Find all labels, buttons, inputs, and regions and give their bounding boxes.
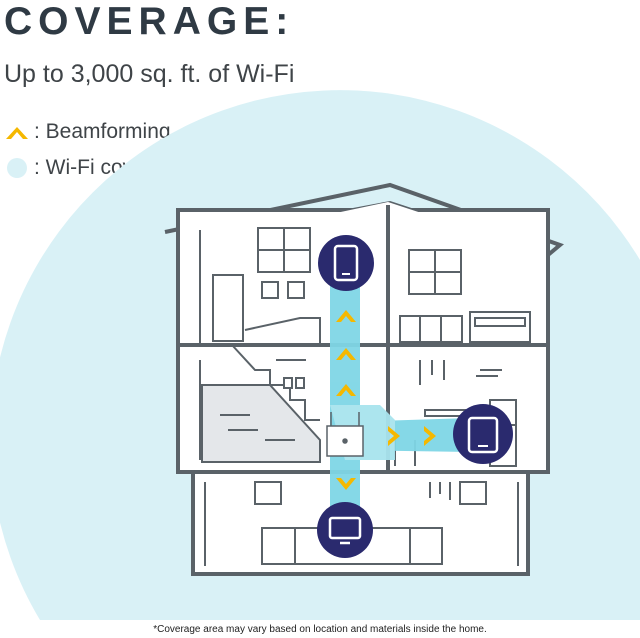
upstairs-right-room: [399, 249, 531, 343]
chevron-right-1: [388, 426, 400, 446]
upstairs-left-room: [212, 227, 321, 345]
chevron-up-2: [336, 348, 356, 360]
monitor-icon: [317, 502, 373, 558]
legend-label-beamforming: : Beamforming: [34, 120, 171, 143]
page-subtitle: Up to 3,000 sq. ft. of Wi-Fi: [4, 60, 295, 88]
page-title: COVERAGE:: [4, 0, 295, 43]
coverage-circle-icon: [7, 158, 27, 178]
legend-beamforming: : Beamforming: [4, 119, 171, 145]
footnote: *Coverage area may vary based on locatio…: [153, 624, 487, 635]
chevron-up-1: [336, 310, 356, 322]
router-device: [326, 412, 364, 457]
chevron-right-2: [424, 426, 436, 446]
chevron-up-3: [336, 384, 356, 396]
middle-left-room: [201, 344, 321, 463]
beamforming-markers: [336, 310, 436, 490]
smartphone-icon: [318, 235, 374, 291]
chevron-down-1: [336, 478, 356, 490]
tablet-icon: [453, 404, 513, 464]
beamforming-chevron-icon: [6, 127, 28, 139]
